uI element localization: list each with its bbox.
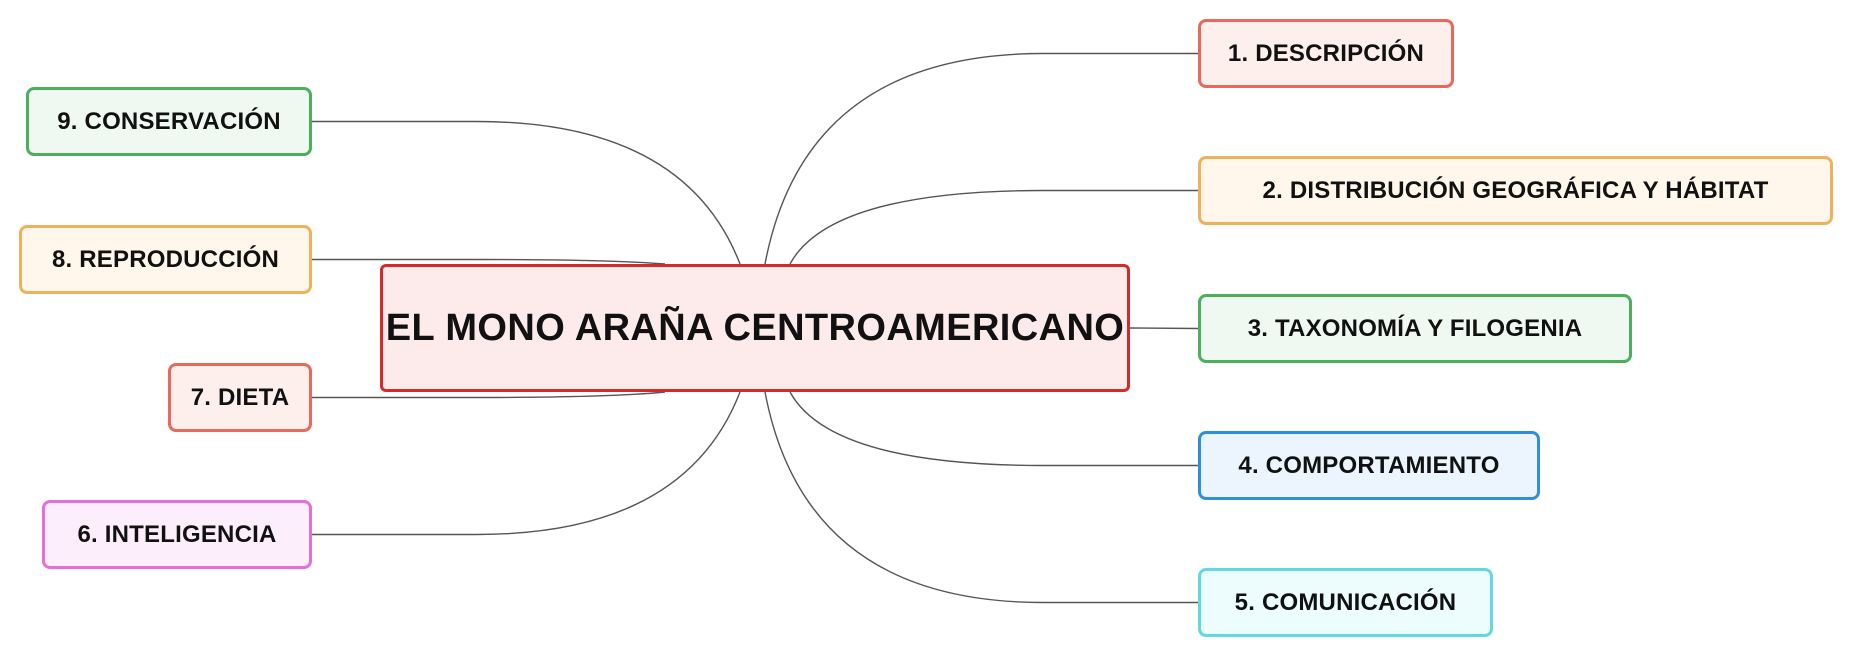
branch-node-comportamiento[interactable]: 4. COMPORTAMIENTO — [1198, 431, 1540, 500]
branch-label-conservacion: 9. CONSERVACIÓN — [57, 107, 281, 135]
branch-label-taxonomia: 3. TAXONOMÍA Y FILOGENIA — [1247, 314, 1583, 342]
connector-n7 — [312, 391, 666, 399]
branch-label-descripcion: 1. DESCRIPCIÓN — [1227, 39, 1425, 67]
connector-n2 — [789, 189, 1198, 265]
branch-node-conservacion[interactable]: 9. CONSERVACIÓN — [26, 87, 312, 156]
connector-n4 — [789, 391, 1198, 467]
branch-node-reproduccion[interactable]: 8. REPRODUCCIÓN — [19, 225, 312, 294]
branch-label-inteligencia: 6. INTELIGENCIA — [77, 520, 277, 548]
connector-n8 — [312, 258, 666, 265]
connector-n9 — [312, 120, 741, 265]
connector-n3 — [1129, 327, 1199, 330]
branch-node-inteligencia[interactable]: 6. INTELIGENCIA — [42, 500, 312, 569]
branch-node-dieta[interactable]: 7. DIETA — [168, 363, 312, 432]
root-topic-label: EL MONO ARAÑA CENTROAMERICANO — [385, 306, 1125, 349]
root-topic-node[interactable]: EL MONO ARAÑA CENTROAMERICANO — [380, 264, 1130, 392]
branch-label-comunicacion: 5. COMUNICACIÓN — [1234, 588, 1457, 616]
branch-label-reproduccion: 8. REPRODUCCIÓN — [51, 245, 280, 273]
branch-label-dieta: 7. DIETA — [190, 383, 290, 411]
branch-label-distribucion: 2. DISTRIBUCIÓN GEOGRÁFICA Y HÁBITAT — [1262, 176, 1769, 204]
branch-label-comportamiento: 4. COMPORTAMIENTO — [1238, 451, 1500, 479]
branch-node-distribucion[interactable]: 2. DISTRIBUCIÓN GEOGRÁFICA Y HÁBITAT — [1198, 156, 1833, 225]
connector-n1 — [764, 52, 1198, 265]
branch-node-descripcion[interactable]: 1. DESCRIPCIÓN — [1198, 19, 1454, 88]
branch-node-comunicacion[interactable]: 5. COMUNICACIÓN — [1198, 568, 1493, 637]
branch-node-taxonomia[interactable]: 3. TAXONOMÍA Y FILOGENIA — [1198, 294, 1632, 363]
connector-n6 — [312, 391, 741, 536]
connector-n5 — [764, 391, 1198, 604]
